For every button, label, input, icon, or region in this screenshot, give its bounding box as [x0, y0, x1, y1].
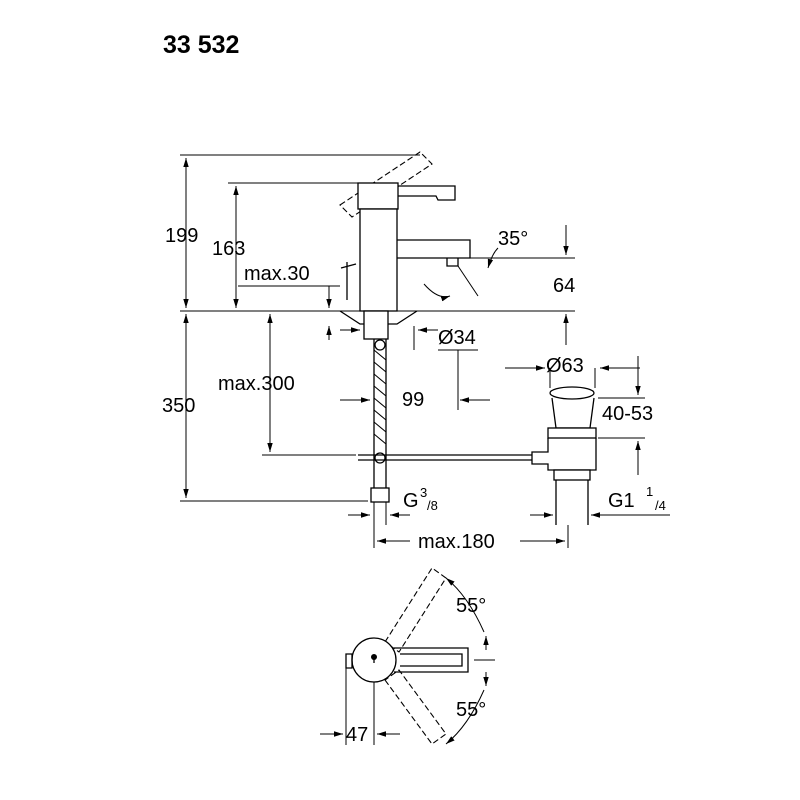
aerator — [446, 258, 459, 267]
dim-47: 47 — [346, 724, 368, 746]
hose-nut — [370, 487, 390, 503]
dim-163: 163 — [212, 238, 245, 260]
model-number: 33 532 — [163, 31, 239, 59]
dim-thread-g: G — [403, 490, 419, 512]
dim-350: 350 — [162, 395, 195, 417]
mounting-stud — [363, 310, 389, 340]
dim-99: 99 — [402, 389, 424, 411]
dim-angle-55-top: 55° — [456, 595, 486, 617]
spout — [397, 239, 471, 259]
dim-angle-55-bottom: 55° — [456, 699, 486, 721]
dim-angle-35: 35° — [498, 228, 528, 250]
dim-thread-g1: G1 — [608, 490, 635, 512]
dim-40-53: 40-53 — [602, 403, 653, 425]
dim-max180: max.180 — [418, 531, 495, 553]
lever-body — [357, 182, 399, 210]
lever-raised-outline — [339, 151, 433, 218]
dim-diameter-63: Ø63 — [546, 355, 584, 377]
dim-diameter-34: Ø34 — [438, 327, 476, 349]
pop-up-waste — [531, 386, 597, 525]
dim-64: 64 — [553, 275, 575, 297]
lever-arm — [398, 185, 456, 201]
popup-rod — [340, 262, 357, 300]
supply-hoses — [358, 339, 532, 503]
faucet-top-view — [345, 567, 469, 745]
dim-thread-g-sup: 3 — [420, 485, 427, 500]
faucet-body — [359, 208, 398, 312]
dim-thread-g1-sub: /4 — [655, 498, 666, 513]
dim-thread-g-sub: /8 — [427, 498, 438, 513]
dim-199: 199 — [165, 225, 198, 247]
dim-max30: max.30 — [244, 263, 310, 285]
dim-max300: max.300 — [218, 373, 295, 395]
dim-thread-g1-sup: 1 — [646, 484, 653, 499]
